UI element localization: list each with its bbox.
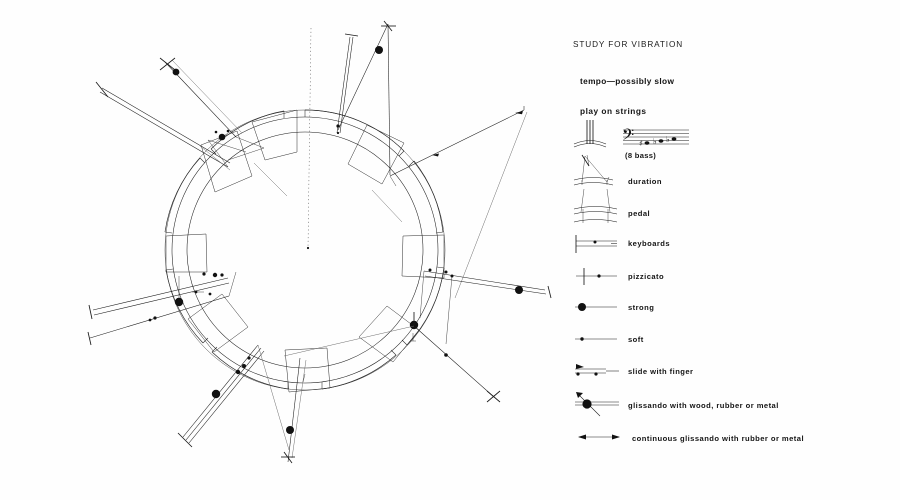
page-title: STUDY FOR VIBRATION [573,40,684,49]
legend-panel: STUDY FOR VIBRATION tempo—possibly slow … [573,34,895,454]
ray-upper-left-keyboards [95,81,247,168]
legend-label-glissando: glissando with wood, rubber or metal [628,401,779,410]
legend-label-pizzicato: pizzicato [628,272,665,281]
glissando-glyph [575,392,619,417]
keyboards-glyph [575,235,617,253]
ring-segment-caps [164,110,445,389]
svg-text:♭: ♭ [666,135,670,144]
legend-symbols: 𝄢 ♯ ♭ ♭ [573,120,689,440]
ray-top-keyboards [336,33,359,135]
ray-lower-right-strong [283,312,501,403]
bass-clef-staff: 𝄢 ♯ ♭ ♭ [622,126,689,148]
play-on-strings-glyph [573,120,607,167]
pizzicato-glyph [576,268,617,285]
legend-label-pedal: pedal [628,209,651,218]
ring-segments [164,109,445,390]
svg-text:♭: ♭ [653,137,657,146]
pedal-glyph [573,188,618,223]
ray-right-continuous-glissando [389,106,528,299]
legend-label-soft: soft [628,335,644,344]
continuous-glissando-glyph [578,434,620,440]
ray-upper-left-pizzicato [159,57,265,161]
svg-text:♯: ♯ [639,139,643,148]
ray-lower-left-glissando [177,344,290,451]
legend-label-continuous-glissando: continuous glissando with rubber or meta… [632,434,805,443]
ray-right-strong [419,268,552,345]
legend-label-keyboards: keyboards [628,239,671,248]
tempo-instruction: tempo—possibly slow [580,76,675,86]
strong-glyph [575,303,617,311]
duration-glyph [573,155,614,186]
svg-text:𝄢: 𝄢 [622,126,634,148]
slide-glyph [575,364,619,376]
legend-label-slide-with-finger: slide with finger [628,367,694,376]
staff-octave-note: (8 bass) [625,151,657,160]
faint-connectors [199,145,403,223]
center-axis [306,27,312,250]
staff-accidental-notes: ♯ ♭ ♭ [639,135,677,148]
legend-label-strong: strong [628,303,655,312]
play-instruction: play on strings [580,106,647,116]
legend-label-duration: duration [628,177,662,186]
ray-left-keyboards [88,272,230,320]
ray-bottom-strong [281,357,307,464]
soft-glyph [575,337,617,341]
ray-left-soft [87,271,237,346]
ray-top-strong [337,20,396,176]
